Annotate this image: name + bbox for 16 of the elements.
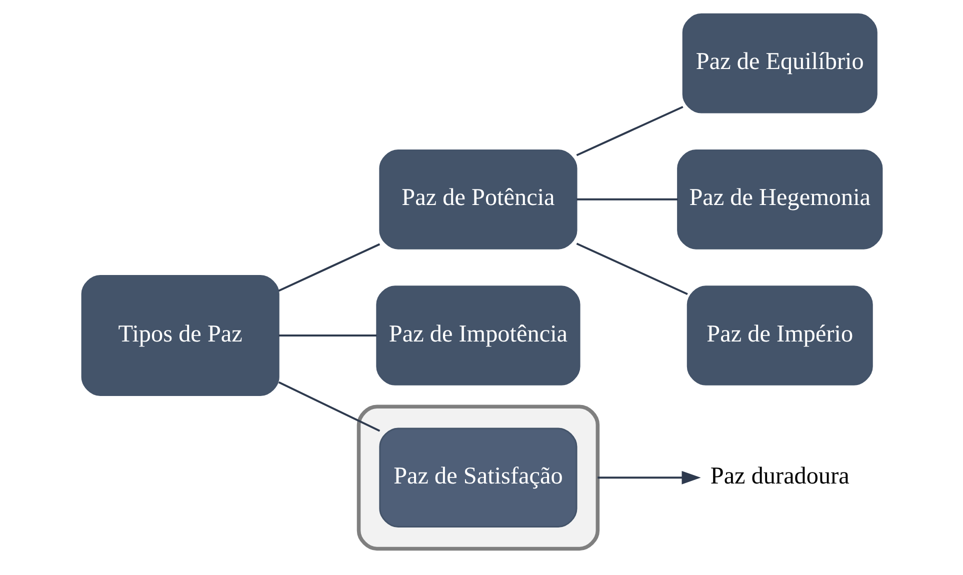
node-box: Tipos de Paz (80, 275, 279, 396)
connector (278, 243, 380, 292)
cluster (356, 404, 600, 551)
connector (576, 198, 678, 200)
node-text: Paz duradoura (710, 462, 849, 490)
node-box: Paz de Impotência (376, 286, 580, 386)
node-box: Paz de Satisfação (378, 428, 577, 528)
node-box: Paz de Império (686, 286, 872, 386)
arrow (597, 470, 700, 484)
node-box: Paz de Hegemonia (676, 150, 882, 250)
connector (278, 334, 376, 336)
connector (278, 381, 380, 432)
connector (576, 242, 688, 295)
connector (576, 106, 683, 156)
node-box: Paz de Potência (378, 150, 577, 250)
node-box: Paz de Equilíbrio (682, 13, 877, 114)
